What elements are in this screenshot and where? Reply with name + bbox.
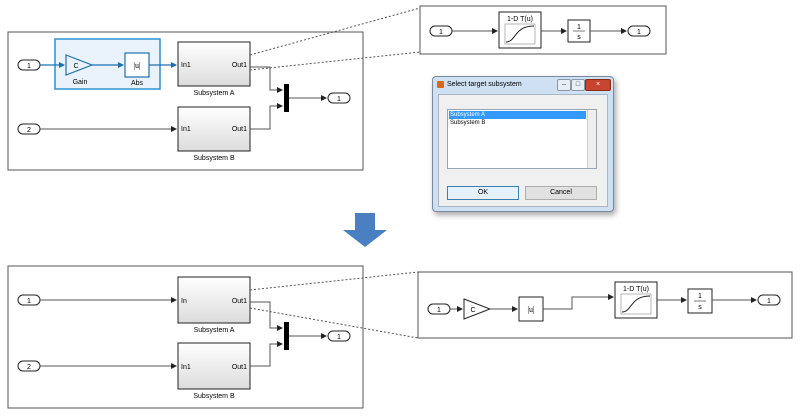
svg-text:s: s [698, 304, 702, 311]
svg-text:|u|: |u| [133, 61, 140, 70]
mux-block[interactable] [284, 84, 289, 112]
down-arrow-icon [343, 213, 387, 247]
svg-text:In1: In1 [181, 364, 191, 371]
maximize-button[interactable]: □ [571, 79, 585, 91]
svg-text:In1: In1 [181, 62, 191, 69]
lookup-table-block[interactable]: 1-D T(u) [498, 11, 542, 49]
minimize-button[interactable]: – [557, 79, 571, 91]
svg-text:1: 1 [767, 298, 771, 305]
inport-2[interactable]: 2 [17, 123, 41, 135]
subsystem-b-block[interactable]: In1 Out1 [177, 342, 251, 390]
list-item[interactable]: Subsystem A [449, 111, 586, 119]
abs-block[interactable]: |u| [124, 52, 150, 78]
list-item[interactable]: Subsystem B [450, 120, 486, 126]
subsystem-b-block[interactable]: In1 Out1 [177, 106, 251, 152]
svg-text:Out1: Out1 [232, 364, 247, 371]
svg-text:2: 2 [27, 127, 31, 134]
matlab-icon [437, 81, 444, 88]
svg-text:1: 1 [27, 63, 31, 70]
outport-1[interactable]: 1 [327, 92, 351, 104]
svg-text:1: 1 [439, 29, 443, 36]
zoom-projection-line [249, 7, 421, 56]
gain-block[interactable]: C [65, 54, 94, 76]
signal-line [250, 66, 283, 93]
subsystem-b-label: Subsystem B [193, 155, 235, 162]
dialog-body: Subsystem A Subsystem B OK Cancel [438, 94, 608, 207]
svg-text:1: 1 [337, 334, 341, 341]
signal-line [250, 301, 283, 331]
cancel-button[interactable]: Cancel [525, 186, 597, 200]
zoom-projection-line [249, 307, 419, 339]
signal-line [250, 341, 283, 367]
svg-text:1: 1 [637, 29, 641, 36]
subsystem-a-block[interactable]: In1 Out1 [177, 41, 251, 87]
svg-text:1: 1 [437, 307, 441, 314]
subsystem-a-block[interactable]: In Out1 [177, 276, 251, 324]
svg-text:In: In [181, 298, 187, 305]
abs-label: Abs [131, 80, 144, 87]
svg-text:Out1: Out1 [232, 298, 247, 305]
zoom-outport[interactable]: 1 [757, 294, 781, 306]
zoom-projection-line [249, 51, 421, 71]
close-button[interactable]: × [585, 79, 611, 91]
svg-text:s: s [577, 34, 581, 41]
subsystem-list[interactable]: Subsystem A Subsystem B [447, 109, 597, 169]
inport-1[interactable]: 1 [17, 59, 41, 71]
list-scrollbar[interactable] [587, 110, 596, 168]
svg-text:1: 1 [27, 298, 31, 305]
gain-label: Gain [73, 79, 88, 86]
svg-text:1: 1 [698, 293, 702, 300]
signal-line [250, 103, 283, 130]
ok-button[interactable]: OK [447, 186, 519, 200]
zoom-outport[interactable]: 1 [627, 25, 651, 37]
mux-block[interactable] [284, 322, 289, 350]
subsystem-b-label: Subsystem B [193, 393, 235, 400]
inport-1[interactable]: 1 [17, 294, 41, 306]
zoom-inport[interactable]: 1 [429, 25, 453, 37]
svg-text:1: 1 [337, 96, 341, 103]
signal-line [543, 294, 614, 310]
svg-text:1-D T(u): 1-D T(u) [623, 286, 649, 293]
zoom-inport[interactable]: 1 [427, 303, 451, 315]
gain-block[interactable]: C [463, 298, 492, 320]
inport-2[interactable]: 2 [17, 360, 41, 372]
svg-text:1-D T(u): 1-D T(u) [507, 16, 533, 23]
svg-text:Out1: Out1 [232, 126, 247, 133]
svg-text:|u|: |u| [527, 305, 534, 314]
select-target-dialog: Select target subsystem – □ × Subsystem … [432, 76, 614, 212]
svg-text:C: C [73, 63, 78, 70]
svg-text:2: 2 [27, 364, 31, 371]
outport-1[interactable]: 1 [327, 330, 351, 342]
svg-text:Out1: Out1 [232, 62, 247, 69]
lookup-table-block[interactable]: 1-D T(u) [614, 281, 658, 319]
abs-block[interactable]: |u| [518, 296, 544, 322]
dialog-title: Select target subsystem [447, 81, 522, 88]
subsystem-a-label: Subsystem A [194, 327, 235, 334]
svg-text:In1: In1 [181, 126, 191, 133]
svg-text:C: C [470, 307, 475, 314]
integrator-block[interactable]: 1 s [687, 288, 713, 314]
zoom-projection-line [249, 271, 419, 291]
integrator-block[interactable]: 1 s [567, 19, 591, 43]
svg-text:1: 1 [577, 24, 581, 31]
subsystem-a-label: Subsystem A [194, 90, 235, 97]
